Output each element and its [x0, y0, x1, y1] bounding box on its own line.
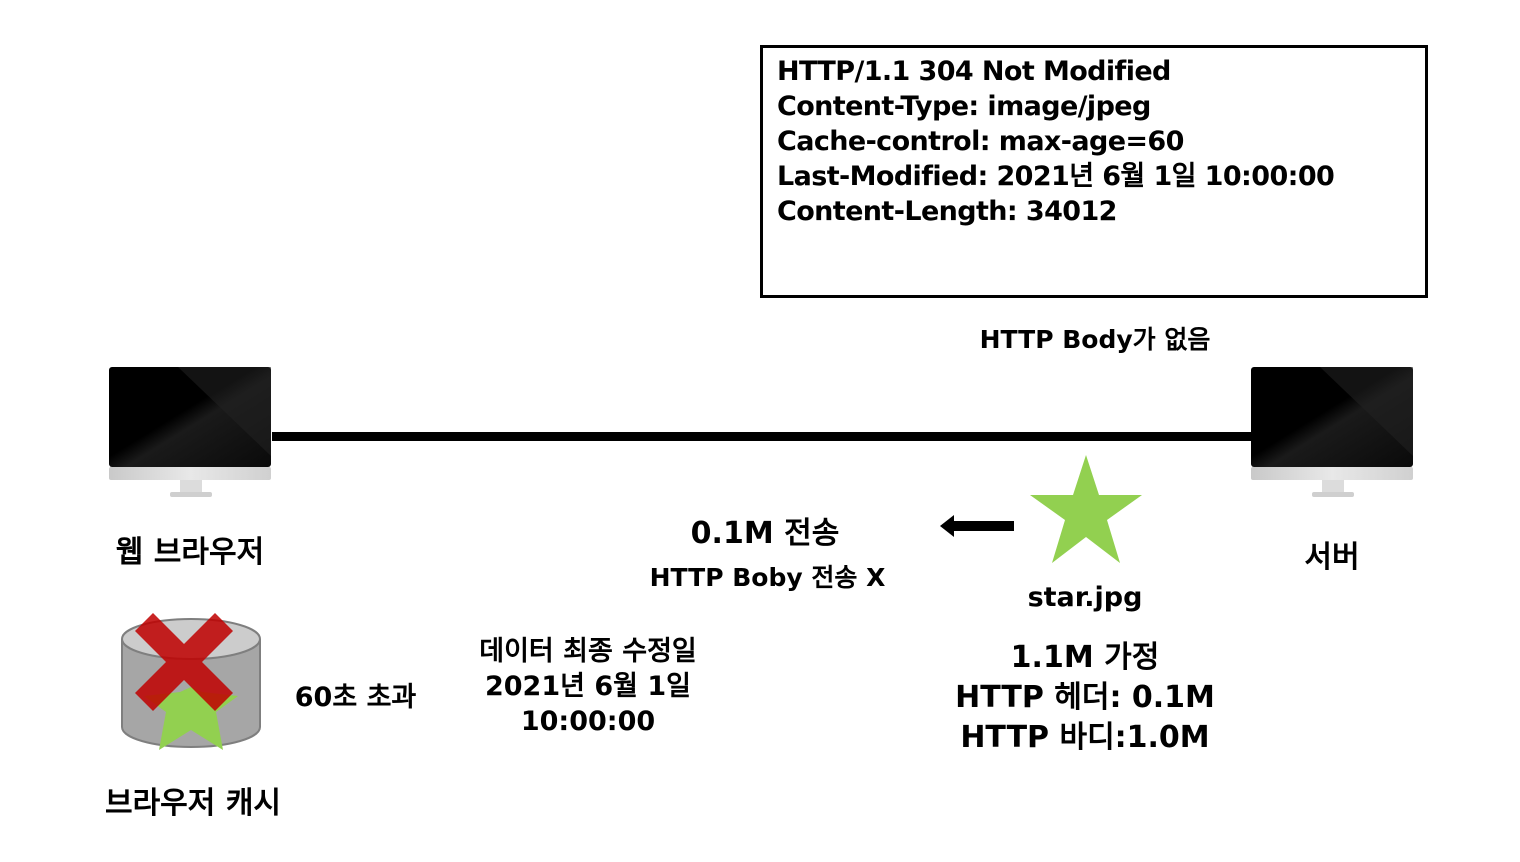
last-modified-date: 2021년 6월 1일 [484, 671, 692, 702]
last-modified-time: 10:00:00 [520, 706, 656, 737]
resource-body-size-line: HTTP 바디:1.0M [960, 720, 1210, 755]
client-monitor [108, 366, 272, 504]
resource-filename: star.jpg [1027, 582, 1143, 613]
content-type-line: Content-Type: image/jpeg [777, 91, 1151, 122]
content-length-line: Content-Length: 34012 [777, 196, 1117, 227]
status-line: HTTP/1.1 304 Not Modified [777, 56, 1171, 87]
cylinder-cache-icon [121, 613, 261, 750]
client-label: 웹 브라우저 [115, 535, 265, 570]
last-modified-title: 데이터 최종 수정일 [479, 636, 697, 667]
monitor-icon [1251, 367, 1413, 497]
resource-header-size-line: HTTP 헤더: 0.1M [955, 680, 1215, 715]
resource-size-info: 1.1M 가정 HTTP 헤더: 0.1M HTTP 바디:1.0M [940, 638, 1230, 758]
cache-label: 브라우저 캐시 [104, 786, 282, 821]
cache-control-line: Cache-control: max-age=60 [777, 126, 1184, 157]
arrow-left-icon [940, 515, 1014, 537]
star-icon [1030, 455, 1142, 563]
transfer-body-label: HTTP Boby 전송 X [649, 563, 886, 592]
last-modified-info: 데이터 최종 수정일 2021년 6월 1일 10:00:00 [448, 634, 728, 739]
server-label: 서버 [1304, 540, 1360, 575]
response-header-lines: HTTP/1.1 304 Not Modified Content-Type: … [777, 54, 1335, 229]
network-connector-line [272, 432, 1254, 441]
last-modified-line: Last-Modified: 2021년 6월 1일 10:00:00 [777, 161, 1335, 192]
server-monitor [1250, 366, 1414, 504]
body-note: HTTP Body가 없음 [979, 325, 1211, 354]
response-header-box: HTTP/1.1 304 Not Modified Content-Type: … [760, 45, 1428, 298]
resource-size-line: 1.1M 가정 [1010, 640, 1160, 675]
monitor-icon [109, 367, 271, 497]
transfer-size-label: 0.1M 전송 [690, 516, 840, 551]
red-x-icon [135, 613, 233, 711]
cache-expired-label: 60초 초과 [294, 682, 417, 713]
